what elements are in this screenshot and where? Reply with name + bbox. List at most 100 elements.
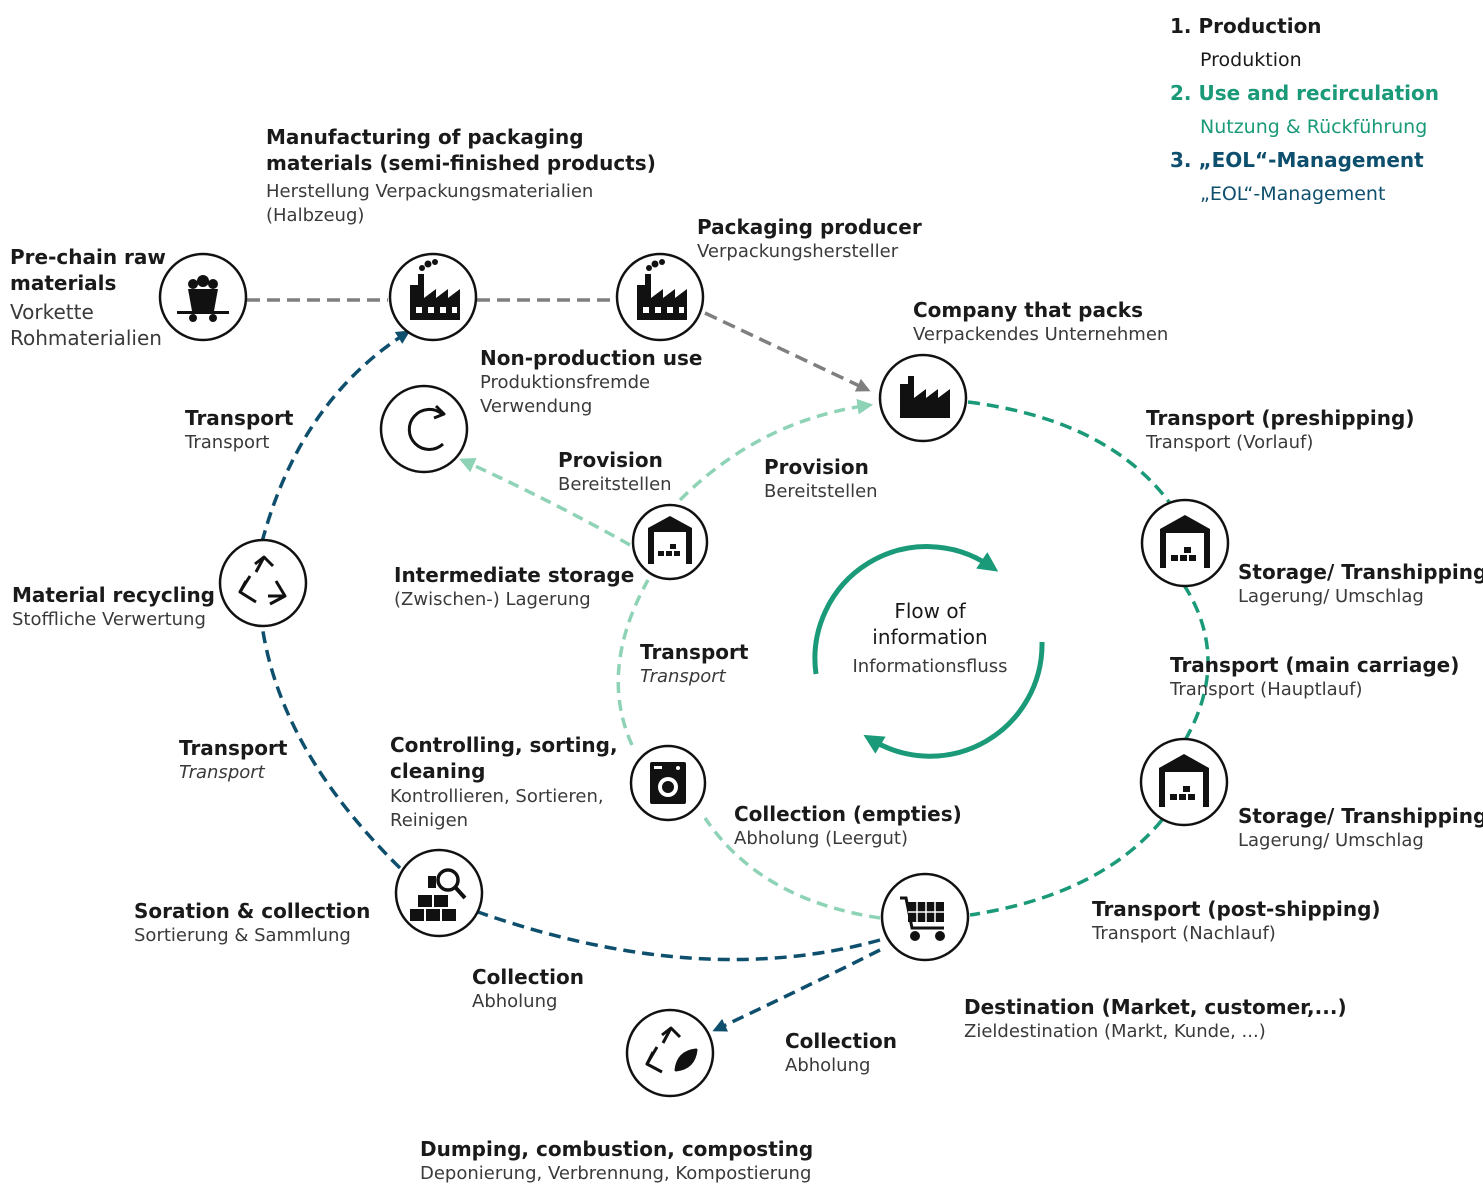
manufacturing-subtitle: Herstellung Verpackungsmaterialien (Halb… xyxy=(266,180,594,226)
label-prechain: Pre-chain raw materials Vorkette Rohmate… xyxy=(10,244,166,352)
transport-post-title: Transport (post-shipping) xyxy=(1092,897,1381,921)
connector-soration-recycling xyxy=(260,624,402,870)
controlling-subtitle: Kontrollieren, Sortieren, Reinigen xyxy=(390,785,604,831)
label-transport-left: Transport Transport xyxy=(185,405,293,455)
info-arc-bottom xyxy=(863,641,1045,759)
label-collection-1: Collection Abholung xyxy=(472,964,584,1014)
label-packaging-producer: Packaging producer Verpackungshersteller xyxy=(697,214,922,264)
node-nonprod xyxy=(379,384,469,474)
sorting-search-icon xyxy=(410,868,467,921)
connector-washer-intermediate xyxy=(616,579,650,746)
recycling-icon xyxy=(238,555,287,606)
connector-storage1-storage2 xyxy=(1182,584,1210,743)
warehouse-icon xyxy=(1160,515,1210,568)
company-title: Company that packs xyxy=(913,298,1143,322)
label-intermediate: Intermediate storage (Zwischen-) Lagerun… xyxy=(394,562,634,612)
collection-1-subtitle: Abholung xyxy=(472,991,558,1013)
connector-destination-washer xyxy=(703,817,881,920)
company-subtitle: Verpackendes Unternehmen xyxy=(913,324,1169,346)
label-provision-2: Provision Bereitstellen xyxy=(764,454,878,504)
transport-pre-title: Transport (preshipping) xyxy=(1146,406,1415,430)
label-company: Company that packs Verpackendes Unterneh… xyxy=(913,297,1168,347)
transport-main-subtitle: Transport (Hauptlauf) xyxy=(1170,679,1363,701)
label-transport-pre: Transport (preshipping) Transport (Vorla… xyxy=(1146,405,1414,455)
label-soration: Soration & collection Sortierung & Samml… xyxy=(134,898,370,948)
packaging-producer-subtitle: Verpackungshersteller xyxy=(697,241,899,263)
dumping-title: Dumping, combustion, composting xyxy=(420,1137,814,1161)
nonprod-subtitle: Produktionsfremde Verwendung xyxy=(480,372,651,418)
warehouse-icon xyxy=(1159,754,1209,807)
legend-production-de: Produktion xyxy=(1200,48,1302,71)
connector-company-storage1 xyxy=(967,400,1174,508)
controlling-title: Controlling, sorting, cleaning xyxy=(390,733,618,784)
packaging-producer-title: Packaging producer xyxy=(697,215,922,239)
eol-connectors xyxy=(260,330,881,1032)
intermediate-title: Intermediate storage xyxy=(394,563,635,587)
prechain-subtitle: Vorkette Rohmaterialien xyxy=(10,299,162,351)
node-soration xyxy=(394,848,484,938)
destination-title: Destination (Market, customer,...) xyxy=(964,995,1347,1019)
legend: 1. Production Produktion 2. Use and reci… xyxy=(1170,10,1439,211)
destination-subtitle: Zieldestination (Markt, Kunde, ...) xyxy=(964,1021,1266,1043)
information-flow-ring xyxy=(812,544,1045,759)
manufacturing-title: Manufacturing of packaging materials (se… xyxy=(266,125,656,176)
label-storage-2: Storage/ Transhipping Lagerung/ Umschlag xyxy=(1238,803,1483,853)
provision-2-title: Provision xyxy=(764,455,869,479)
storage-2-title: Storage/ Transhipping xyxy=(1238,804,1483,828)
collection-1-title: Collection xyxy=(472,965,584,989)
connector-intermediate-nonprod xyxy=(459,458,631,547)
prechain-title: Pre-chain raw materials xyxy=(10,245,166,296)
legend-eol-de: „EOL“-Management xyxy=(1200,182,1386,205)
connector-producer-company xyxy=(704,311,871,392)
factory-icon xyxy=(637,259,687,320)
provision-2-subtitle: Bereitstellen xyxy=(764,481,878,503)
label-dumping: Dumping, combustion, composting Deponier… xyxy=(420,1136,813,1186)
storage-1-title: Storage/ Transhipping xyxy=(1238,560,1483,584)
transport-pre-subtitle: Transport (Vorlauf) xyxy=(1146,432,1314,454)
collection-empties-subtitle: Abholung (Leergut) xyxy=(734,828,909,850)
storage-1-subtitle: Lagerung/ Umschlag xyxy=(1238,586,1424,608)
collection-empties-title: Collection (empties) xyxy=(734,802,962,826)
transport-eol-subtitle: Transport xyxy=(179,762,265,784)
label-provision-1: Provision Bereitstellen xyxy=(558,447,672,497)
soration-subtitle: Sortierung & Sammlung xyxy=(134,925,351,947)
material-recycling-title: Material recycling xyxy=(12,583,215,607)
mine-cart-icon xyxy=(177,275,229,322)
label-transport-eol: Transport Transport xyxy=(179,735,287,785)
label-collection-2: Collection Abholung xyxy=(785,1028,897,1078)
label-controlling: Controlling, sorting, cleaning Kontrolli… xyxy=(390,732,618,832)
flow-subtitle: Informationsfluss xyxy=(852,655,1008,677)
transport-mid-title: Transport xyxy=(640,640,749,664)
node-material-recycling xyxy=(218,538,308,628)
collection-2-title: Collection xyxy=(785,1029,897,1053)
factory-icon xyxy=(410,259,460,320)
return-loop-connectors xyxy=(459,398,881,920)
label-transport-mid: Transport Transport xyxy=(640,639,748,689)
warehouse-icon xyxy=(648,516,692,564)
collection-2-subtitle: Abholung xyxy=(785,1055,871,1077)
transport-main-title: Transport (main carriage) xyxy=(1170,653,1460,677)
label-storage-1: Storage/ Transhipping Lagerung/ Umschlag xyxy=(1238,559,1483,609)
transport-post-subtitle: Transport (Nachlauf) xyxy=(1092,923,1276,945)
label-destination: Destination (Market, customer,...) Zield… xyxy=(964,994,1347,1044)
label-transport-main: Transport (main carriage) Transport (Hau… xyxy=(1170,652,1459,702)
flow-title: Flow of information xyxy=(872,599,988,650)
nonprod-title: Non-production use xyxy=(480,346,703,370)
label-material-recycling: Material recycling Stoffliche Verwertung xyxy=(12,582,215,632)
production-connectors xyxy=(247,298,871,392)
dumping-subtitle: Deponierung, Verbrennung, Kompostierung xyxy=(420,1163,812,1185)
washing-machine-icon xyxy=(650,762,686,804)
provision-1-subtitle: Bereitstellen xyxy=(558,474,672,496)
transport-eol-title: Transport xyxy=(179,736,288,760)
legend-eol: 3. „EOL“-Management xyxy=(1170,148,1424,172)
transport-mid-subtitle: Transport xyxy=(640,666,726,688)
transport-left-subtitle: Transport xyxy=(185,432,270,454)
intermediate-subtitle: (Zwischen-) Lagerung xyxy=(394,589,591,611)
node-dumping xyxy=(625,1008,715,1098)
storage-2-subtitle: Lagerung/ Umschlag xyxy=(1238,830,1424,852)
use-loop-connectors xyxy=(967,400,1210,917)
connector-storage2-destination xyxy=(969,818,1164,917)
label-transport-post: Transport (post-shipping) Transport (Nac… xyxy=(1092,896,1381,946)
label-nonprod: Non-production use Produktionsfremde Ver… xyxy=(480,345,702,419)
